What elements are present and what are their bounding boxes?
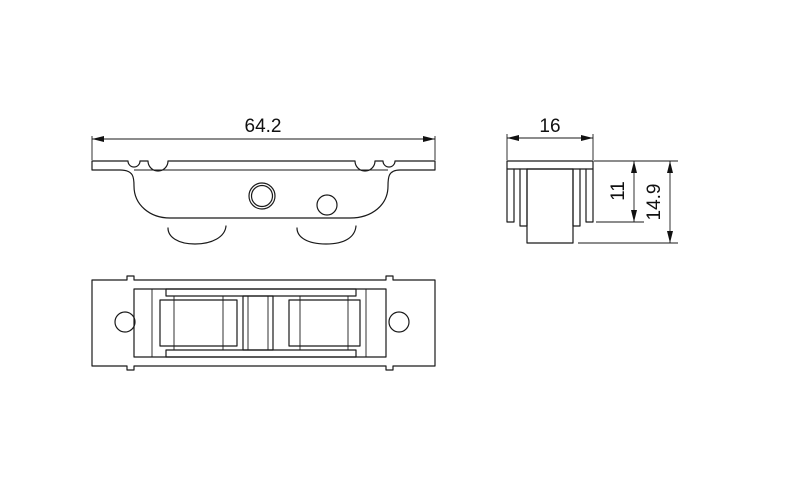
front-axle-large-inner: [250, 184, 274, 208]
dimension-length-label: 64.2: [245, 116, 282, 137]
top-center-block: [242, 295, 274, 351]
top-wheel-right: [288, 296, 361, 350]
top-rail-lower: [165, 349, 357, 358]
end-wall-right: [585, 168, 594, 223]
top-rail-upper: [165, 288, 357, 297]
dimension-overall-height-label: 14.9: [644, 184, 665, 221]
end-wheel: [526, 168, 574, 244]
front-axle-large: [248, 182, 276, 210]
dimension-width-label: 16: [539, 116, 560, 137]
front-view: [91, 160, 436, 245]
end-top-plate: [506, 160, 594, 170]
end-wall-left: [506, 168, 515, 223]
top-hole-right: [388, 311, 410, 333]
dimension-overall-height: 14.9: [578, 160, 678, 244]
dimension-inner-height: 11: [594, 160, 644, 223]
end-view: [506, 160, 594, 244]
front-wheels: [167, 225, 357, 245]
top-wheel-left: [159, 296, 238, 350]
front-flange-body: [91, 160, 436, 219]
dimension-length: 64.2: [91, 116, 436, 160]
top-plate: [91, 275, 436, 371]
dimension-width: 16: [506, 116, 594, 160]
front-axle-small: [316, 194, 338, 216]
top-view: [91, 275, 436, 371]
end-bracket-right: [572, 168, 581, 227]
end-bracket-left: [519, 168, 528, 227]
top-hole-left: [114, 311, 136, 333]
dimension-inner-height-label: 11: [608, 181, 629, 201]
